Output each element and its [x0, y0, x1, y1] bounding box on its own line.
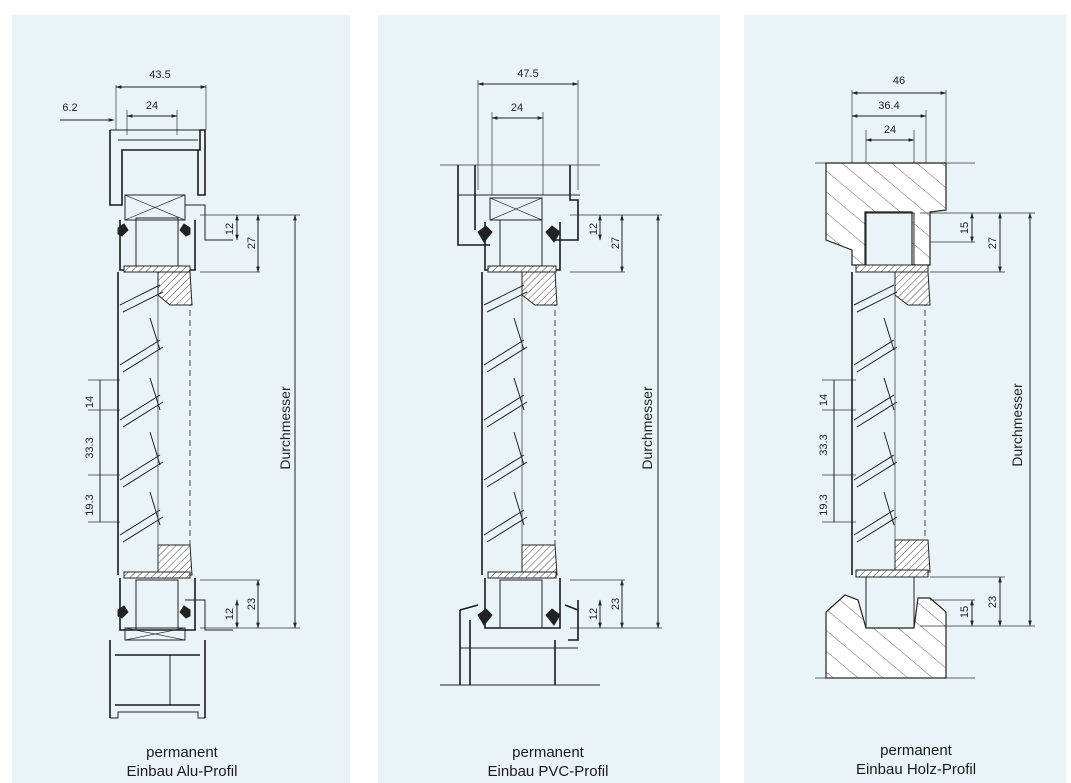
dim-holz-mid-width: 36.4 — [878, 100, 899, 112]
panel-pvc — [378, 15, 720, 783]
caption-pvc-line2: Einbau PVC-Profil — [487, 763, 609, 780]
caption-pvc: permanent Einbau PVC-Profil — [428, 743, 668, 781]
dim-alu-inner-width: 24 — [146, 100, 158, 112]
dim-pvc-bottom-small: 12 — [588, 608, 600, 620]
caption-holz-line1: permanent — [880, 742, 952, 759]
dim-holz-louver-a: 14 — [818, 394, 830, 406]
dim-holz-bottom-small: 15 — [959, 606, 971, 618]
dim-alu-louver-b: 33.3 — [84, 437, 96, 458]
dim-alu-bottom-small: 12 — [224, 608, 236, 620]
dim-holz-louver-b: 33.3 — [818, 434, 830, 455]
caption-pvc-line1: permanent — [512, 744, 584, 761]
caption-holz-line2: Einbau Holz-Profil — [855, 761, 977, 778]
dim-holz-louver-c: 19.3 — [818, 494, 830, 515]
dim-alu-top-small: 12 — [224, 223, 236, 235]
caption-alu-line2: Einbau Alu-Profil — [126, 763, 238, 780]
dim-alu-diameter: Durchmesser — [277, 386, 293, 470]
dim-holz-top-large: 27 — [987, 237, 999, 249]
dim-pvc-top-large: 27 — [610, 237, 622, 249]
dim-holz-bottom-large: 23 — [987, 596, 999, 608]
dim-alu-top-large: 27 — [246, 237, 258, 249]
dim-pvc-inner-width: 24 — [511, 102, 523, 114]
dim-holz-inner-width: 24 — [884, 124, 896, 136]
dim-pvc-outer-width: 47.5 — [517, 68, 538, 80]
dim-pvc-top-small: 12 — [588, 223, 600, 235]
dim-alu-louver-a: 14 — [84, 396, 96, 408]
caption-alu: permanent Einbau Alu-Profil — [62, 743, 302, 781]
dim-pvc-diameter: Durchmesser — [639, 386, 655, 470]
caption-holz: permanent Einbau Holz-Profil — [796, 741, 1036, 779]
dim-holz-outer-width: 46 — [893, 75, 905, 87]
profile-holz — [815, 90, 1035, 679]
dim-pvc-bottom-large: 23 — [610, 598, 622, 610]
dim-alu-bottom-large: 23 — [246, 598, 258, 610]
caption-alu-line1: permanent — [146, 744, 218, 761]
dim-holz-top-small: 15 — [959, 222, 971, 234]
dim-alu-outer-width: 43.5 — [149, 69, 170, 81]
profile-pvc — [440, 80, 662, 686]
dim-alu-louver-c: 19.3 — [84, 494, 96, 515]
dim-alu-offset: 6.2 — [62, 102, 77, 114]
dim-holz-diameter: Durchmesser — [1009, 383, 1025, 467]
profile-alu — [60, 85, 300, 719]
